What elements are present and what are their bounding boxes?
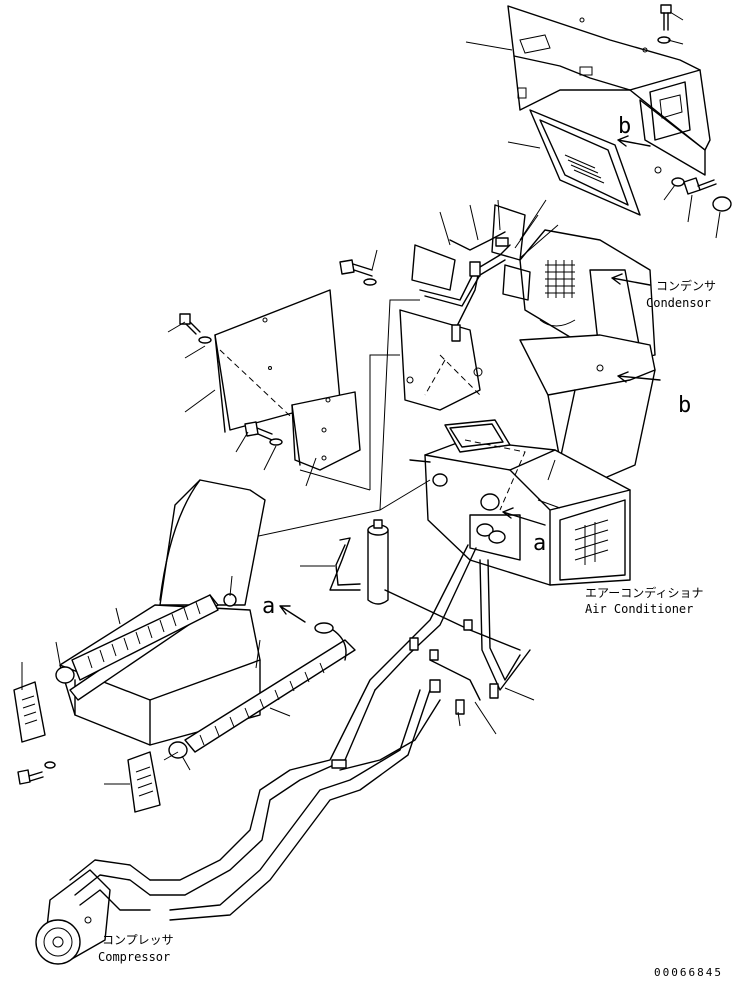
washer-vent bbox=[44, 761, 56, 769]
center-bracket bbox=[399, 204, 531, 411]
duct-guide-lines bbox=[239, 299, 431, 541]
refrigerant-hoses bbox=[149, 544, 531, 921]
marker-b-upper: b bbox=[618, 114, 631, 139]
top-cover bbox=[507, 5, 711, 176]
grille-panel bbox=[529, 109, 641, 216]
arrow-condenser bbox=[611, 273, 651, 286]
operator-seat bbox=[59, 479, 266, 746]
duct-hose-left bbox=[55, 594, 219, 684]
bolt-right bbox=[683, 177, 717, 195]
washer-right bbox=[671, 177, 685, 187]
compressor-label-jp: コンプレッサ bbox=[102, 933, 174, 947]
vent-right bbox=[127, 751, 161, 813]
washer-left-top bbox=[198, 336, 212, 344]
arrow-a-upper bbox=[502, 507, 546, 526]
bolt-center bbox=[339, 259, 373, 277]
dashed-guide-upper bbox=[424, 354, 481, 396]
bolt-vent bbox=[17, 769, 44, 785]
bolt-left-mid bbox=[244, 421, 273, 441]
right-cover bbox=[519, 334, 656, 481]
duct-hose-right bbox=[168, 627, 356, 759]
left-bracket bbox=[291, 391, 361, 471]
bolt-top bbox=[660, 4, 672, 31]
condenser-label-jp: コンデンサ bbox=[656, 278, 716, 293]
refrigerant-pipes-upper bbox=[419, 231, 511, 342]
cap-right bbox=[712, 196, 732, 212]
compressor-label-en: Compressor bbox=[98, 950, 170, 964]
arrow-b-upper bbox=[617, 135, 651, 147]
arrow-a-lower bbox=[279, 605, 306, 623]
marker-b-lower: b bbox=[678, 393, 691, 418]
aircon-label-jp: エアーコンディショナ bbox=[585, 585, 703, 600]
marker-a-lower: a bbox=[262, 594, 275, 619]
drawing-code: 00066845 bbox=[654, 966, 723, 979]
receiver-drier bbox=[329, 519, 389, 605]
leader-lines bbox=[21, 11, 721, 785]
washer-top bbox=[657, 36, 671, 44]
bolt-left-top bbox=[179, 313, 201, 335]
washer-left-mid bbox=[269, 438, 283, 446]
vent-left bbox=[13, 681, 46, 743]
marker-a-upper: a bbox=[533, 531, 546, 556]
arrow-b-lower bbox=[617, 371, 661, 383]
condenser-label-en: Condensor bbox=[646, 296, 711, 310]
dashed-guide-aircon bbox=[464, 439, 526, 511]
aircon-label-en: Air Conditioner bbox=[585, 602, 693, 616]
compressor bbox=[35, 859, 151, 965]
washer-center bbox=[363, 278, 377, 286]
